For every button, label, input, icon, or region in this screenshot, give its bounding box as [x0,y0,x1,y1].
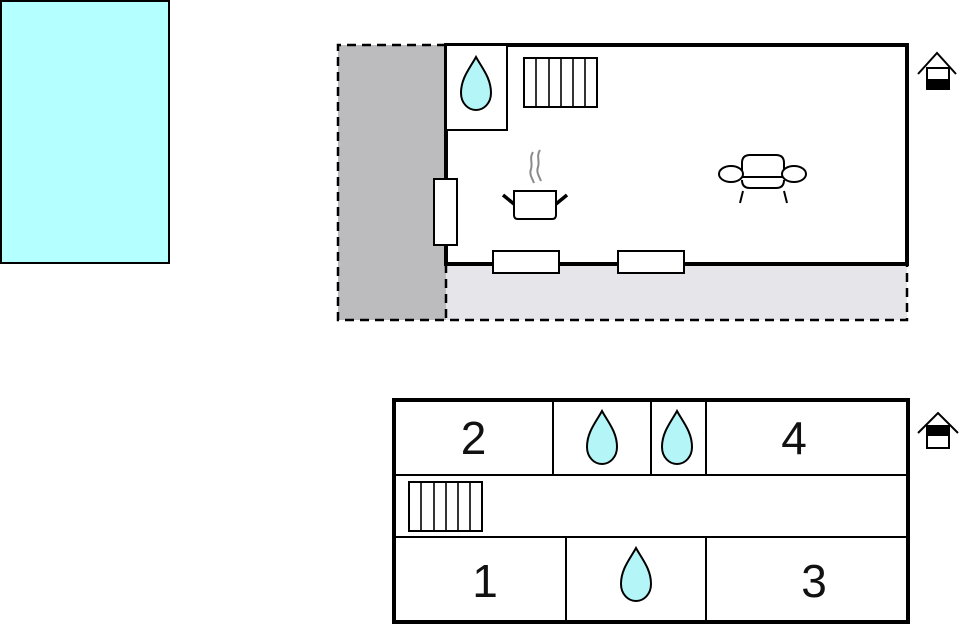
room-number-4: 4 [781,412,807,464]
room-number-2: 2 [460,412,487,464]
stairs-icon [523,57,598,108]
upper-floor [392,398,959,624]
room-number-3: 3 [801,555,827,607]
water-drop-icon [585,408,619,466]
swimming-pool [0,0,170,264]
sofa-icon [718,154,807,204]
water-drop-icon [660,408,694,466]
window [433,178,458,246]
house-ground-floor-icon [917,51,957,90]
house-upper-floor-icon [917,411,959,449]
room-number-1: 1 [472,555,498,607]
terrace-dashed-outline [336,43,909,322]
window [492,250,560,274]
ground-floor [336,43,957,322]
water-drop-icon [619,545,653,603]
ground-floor-walls [444,43,909,266]
side-terrace [338,45,446,320]
stairs-icon [408,481,483,532]
water-drop-icon [459,54,493,112]
cooking-pot-icon [501,149,569,220]
window [617,250,685,274]
